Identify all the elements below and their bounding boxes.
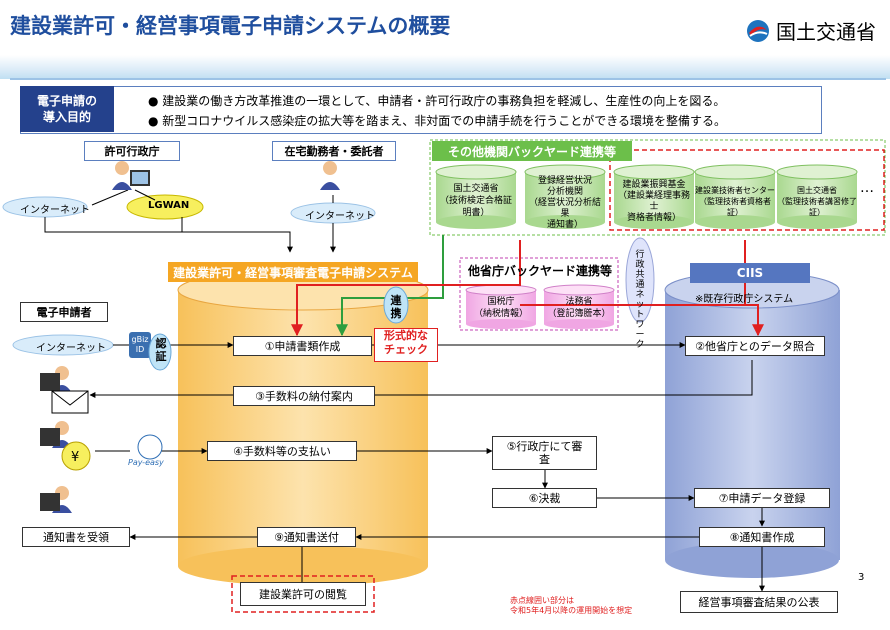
lgwan-label: LGWAN	[148, 200, 190, 211]
purpose-box	[20, 86, 822, 134]
step-7: ⑦申請データ登録	[694, 488, 830, 508]
gbiz-id-icon	[129, 332, 151, 358]
tasho-title: 他省庁バックヤード連携等	[467, 264, 612, 278]
zaitaku-label: 在宅勤務者・委託者	[272, 141, 396, 161]
purpose-label-line1: 電子申請の	[36, 94, 97, 108]
ninsho-badge	[148, 333, 172, 371]
header-divider	[10, 78, 886, 80]
person-icon-receive	[40, 486, 72, 513]
lgwan-cloud	[126, 194, 204, 220]
step-8: ⑧通知書作成	[699, 527, 825, 547]
backyard-item-3: 建設業振興基金 （建設業経理事務士 資格者情報）	[617, 180, 690, 223]
step-1: ①申請書類作成	[233, 336, 372, 356]
shinseisha-label: 電子申請者	[20, 302, 108, 322]
step-4: ④手数料等の支払い	[207, 441, 357, 461]
renkei-label: 連携	[390, 294, 402, 320]
internet-label-3: インターネット	[36, 343, 106, 354]
page-title: 建設業許可・経営事項電子申請システムの概要	[10, 14, 451, 38]
step-5: ⑤行政庁にて審 査	[492, 436, 597, 470]
gyoseicho-label: 許可行政庁	[84, 141, 180, 161]
gbiz-label: gBiz ID	[131, 335, 149, 354]
ciis-sub: ※既存行政庁システム	[695, 294, 794, 305]
purpose-bullet-1: ● 建設業の働き方改革推進の一環として、申請者・許可行政庁の事務負担を軽減し、生…	[148, 94, 726, 108]
note-text: 赤点線囲い部分は 令和5年4月以降の運用開始を想定	[510, 596, 633, 615]
svg-text:¥: ¥	[71, 450, 79, 465]
person-icon-payment: ¥	[40, 421, 91, 471]
renkei-badge	[383, 286, 409, 324]
backyard-item-5: 国土交通省 （監理技術者講習修了証）	[777, 186, 857, 217]
internet-label-2: インターネット	[305, 211, 375, 222]
ministry-emblem-icon	[747, 19, 769, 42]
purpose-label: 電子申請の導入目的	[20, 86, 114, 132]
internet-label-1: インターネット	[20, 205, 90, 216]
purpose-bullet-2-text: 新型コロナウイルス感染症の拡大等を踏まえ、非対面での申請手続を行うことができる環…	[162, 114, 727, 128]
network-label: 行政共通ネットワーク	[635, 250, 645, 350]
backyard-title: その他機関バックヤード連携等	[432, 141, 632, 161]
step-2: ②他省庁とのデータ照合	[685, 336, 825, 356]
pay-easy-label: Pay-easy	[128, 458, 164, 467]
kohyo-box: 経営事項審査結果の公表	[680, 591, 838, 613]
etsuran-box: 建設業許可の閲覧	[240, 582, 366, 606]
step-6: ⑥決裁	[492, 488, 597, 508]
ciis-name: CIIS	[690, 263, 810, 283]
network-cloud	[625, 237, 655, 323]
ministry-logo: 国土交通省	[745, 16, 876, 45]
receive-box: 通知書を受領	[22, 527, 130, 547]
person-icon-zaitaku	[320, 161, 340, 190]
person-icon-gyoseicho	[112, 161, 150, 190]
pay-easy-icon	[137, 434, 163, 460]
formal-check-box: 形式的な チェック	[374, 328, 438, 362]
backyard-ellipsis: …	[860, 180, 874, 196]
page-number: 3	[858, 572, 865, 583]
tasho-item-1: 国税庁 （納税情報）	[473, 297, 528, 319]
header-band	[0, 55, 890, 79]
future-scope-frame-top	[609, 149, 885, 231]
person-icon-mail	[40, 366, 89, 414]
ninsho-label: 認証	[155, 337, 167, 363]
purpose-bullet-2: ● 新型コロナウイルス感染症の拡大等を踏まえ、非対面での申請手続を行うことができ…	[148, 114, 727, 128]
ministry-name: 国土交通省	[776, 20, 876, 44]
tasho-cylinders	[465, 284, 615, 329]
backyard-item-4: 建設業技術者センター （監理技術者資格者証）	[695, 186, 775, 217]
tasho-item-2: 法務省 （登記簿謄本）	[547, 297, 611, 319]
step-9: ⑨通知書送付	[257, 527, 356, 547]
purpose-label-line2: 導入目的	[42, 110, 91, 124]
system-name: 建設業許可・経営事項審査電子申請システム	[168, 262, 418, 282]
step-3: ③手数料の納付案内	[233, 386, 375, 406]
backyard-item-1: 国土交通省 （技術検定合格証明書）	[439, 184, 512, 218]
backyard-item-2: 登録経営状況 分析機関 （経営状況分析結果 通知書）	[528, 176, 601, 230]
backyard-cylinders	[435, 164, 858, 229]
purpose-bullet-1-text: 建設業の働き方改革推進の一環として、申請者・許可行政庁の事務負担を軽減し、生産性…	[162, 94, 726, 108]
future-scope-frame-bottom	[231, 575, 375, 613]
ciis-cylinder	[664, 271, 840, 578]
